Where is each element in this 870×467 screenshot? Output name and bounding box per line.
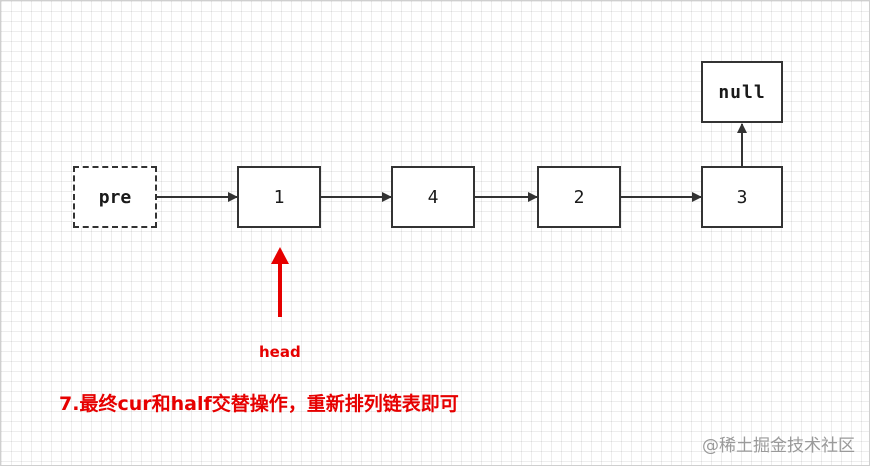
node-1-label: 1 xyxy=(273,186,285,208)
head-label: head xyxy=(259,343,301,361)
node-3: 3 xyxy=(701,166,783,228)
node-1: 1 xyxy=(237,166,321,228)
watermark: @稀土掘金技术社区 xyxy=(702,436,855,456)
head-pointer-arrowhead xyxy=(271,247,289,264)
node-4-label: 4 xyxy=(427,186,439,208)
step-caption: 7.最终cur和half交替操作，重新排列链表即可 xyxy=(59,393,459,415)
node-null-label: null xyxy=(718,81,766,103)
node-3-label: 3 xyxy=(736,186,748,208)
node-null: null xyxy=(701,61,783,123)
node-2-label: 2 xyxy=(573,186,585,208)
node-2: 2 xyxy=(537,166,621,228)
node-pre-label: pre xyxy=(98,186,132,208)
node-pre: pre xyxy=(73,166,157,228)
node-4: 4 xyxy=(391,166,475,228)
